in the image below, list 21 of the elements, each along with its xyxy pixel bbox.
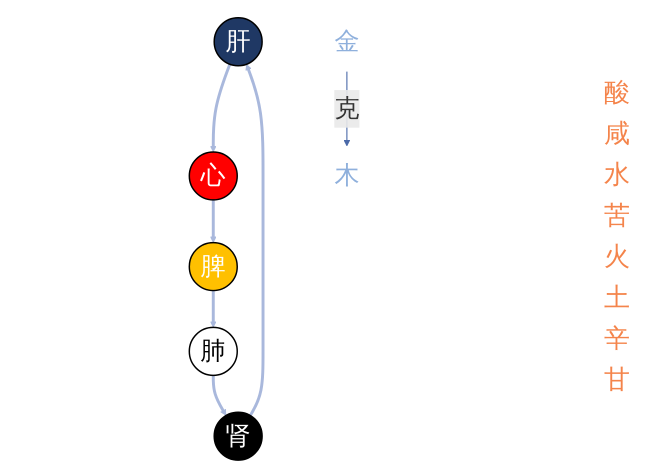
element-label: 水 [604,159,630,192]
node-circle: 心 [188,151,238,201]
node-circle: 肝 [214,17,263,66]
element-label: 甘 [604,364,630,397]
node-text: 金 [334,26,360,56]
arrow [210,290,217,328]
arrow [210,200,217,243]
arrow [210,64,232,152]
element-label: 火 [604,241,630,274]
node-text: 木 [334,160,360,190]
arrow [246,64,265,416]
node-circle: 肺 [188,326,238,376]
element-label: 苦 [604,200,630,233]
element-label: 咸 [604,118,630,151]
node-circle: 脾 [188,242,238,292]
element-label: 土 [604,282,630,315]
edge-label: 克 [334,94,360,124]
element-label: 辛 [604,323,630,356]
arrow [212,375,226,416]
node-circle: 肾 [214,411,263,461]
element-label: 酸 [604,77,630,110]
